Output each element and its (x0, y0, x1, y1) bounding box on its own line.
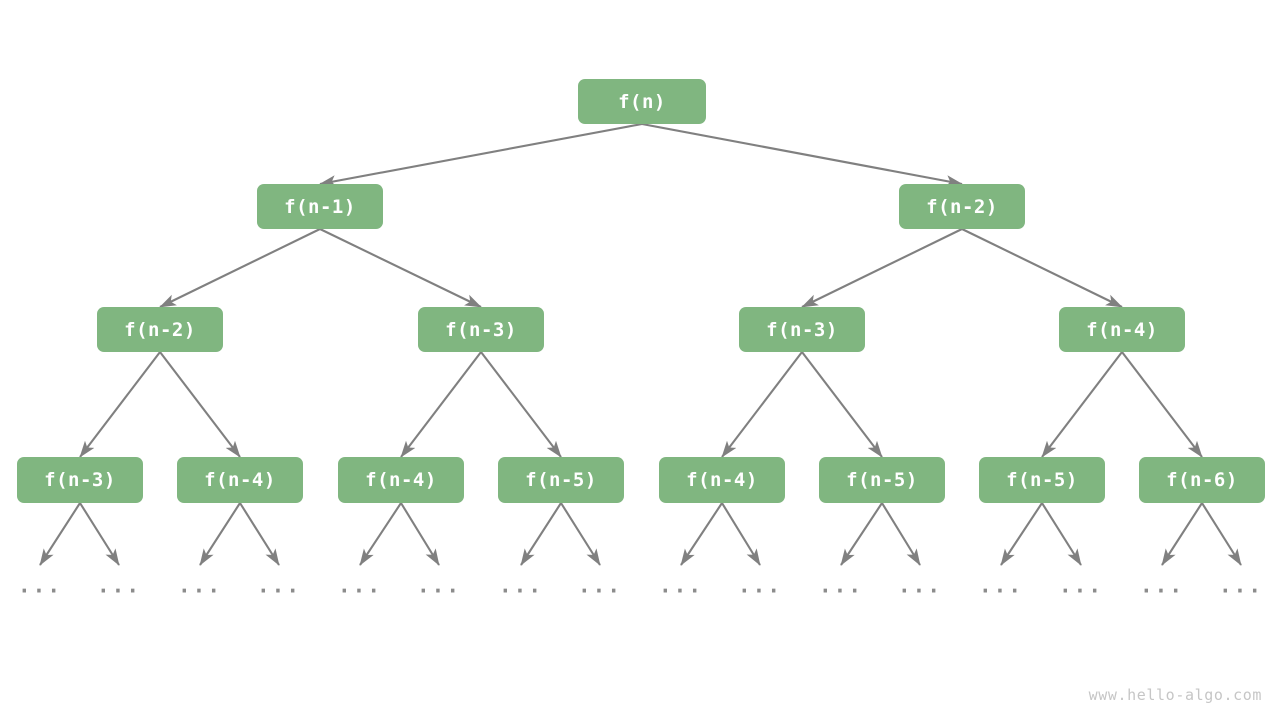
tree-edges (79, 122, 1203, 458)
tree-stub-edge (1161, 502, 1203, 566)
tree-node: f(n-3) (418, 307, 544, 352)
tree-edge (79, 351, 161, 458)
ellipsis-marker: ... (18, 573, 62, 598)
tree-node: f(n-5) (979, 457, 1105, 503)
tree-node: f(n-5) (819, 457, 945, 503)
tree-edge (721, 351, 803, 458)
ellipsis-marker: ... (898, 573, 942, 598)
tree-edge (641, 122, 963, 187)
tree-edge (159, 351, 241, 458)
tree-node: f(n-3) (739, 307, 865, 352)
tree-node: f(n-6) (1139, 457, 1265, 503)
tree-node: f(n-4) (1059, 307, 1185, 352)
tree-node: f(n-5) (498, 457, 624, 503)
tree-node: f(n-3) (17, 457, 143, 503)
ellipsis-marker: ... (499, 573, 543, 598)
tree-edge (400, 351, 482, 458)
tree-stub-edge (721, 502, 761, 566)
tree-node: f(n-4) (659, 457, 785, 503)
tree-edge (801, 228, 963, 308)
tree-node: f(n-4) (338, 457, 464, 503)
ellipsis-marker: ... (178, 573, 222, 598)
tree-stub-edges (39, 502, 1242, 566)
tree-edge (319, 228, 482, 308)
tree-node: f(n-4) (177, 457, 303, 503)
tree-edge (319, 122, 643, 187)
ellipsis-marker: ... (979, 573, 1023, 598)
ellipsis-marker: ... (578, 573, 622, 598)
tree-stub-edge (1201, 502, 1242, 566)
tree-edge (1041, 351, 1123, 458)
ellipsis-marker: ... (659, 573, 703, 598)
ellipsis-marker: ... (819, 573, 863, 598)
tree-stub-edge (1000, 502, 1043, 566)
ellipsis-marker: ... (738, 573, 782, 598)
tree-node: f(n-2) (97, 307, 223, 352)
watermark: www.hello-algo.com (1088, 686, 1262, 704)
tree-stub-edge (680, 502, 723, 566)
ellipsis-marker: ... (338, 573, 382, 598)
ellipsis-marker: ... (1219, 573, 1263, 598)
tree-node: f(n-2) (899, 184, 1025, 229)
tree-stub-edge (239, 502, 280, 566)
ellipsis-marker: ... (1059, 573, 1103, 598)
tree-edge (159, 228, 321, 308)
ellipsis-marker: ... (1140, 573, 1184, 598)
tree-stub-edge (520, 502, 562, 566)
tree-stub-edge (1041, 502, 1082, 566)
ellipsis-marker: ... (257, 573, 301, 598)
tree-edge (1121, 351, 1203, 458)
tree-node: f(n) (578, 79, 706, 124)
tree-stub-edge (400, 502, 440, 566)
tree-node: f(n-1) (257, 184, 383, 229)
ellipsis-marker: ... (97, 573, 141, 598)
tree-stub-edge (840, 502, 883, 566)
ellipsis-marker: ... (417, 573, 461, 598)
tree-stub-edge (199, 502, 241, 566)
tree-stub-edge (79, 502, 120, 566)
tree-stub-edge (560, 502, 601, 566)
tree-edge (480, 351, 562, 458)
tree-edge (801, 351, 883, 458)
tree-stub-edge (39, 502, 81, 566)
tree-edge (961, 228, 1123, 308)
tree-stub-edge (359, 502, 402, 566)
tree-stub-edge (881, 502, 921, 566)
